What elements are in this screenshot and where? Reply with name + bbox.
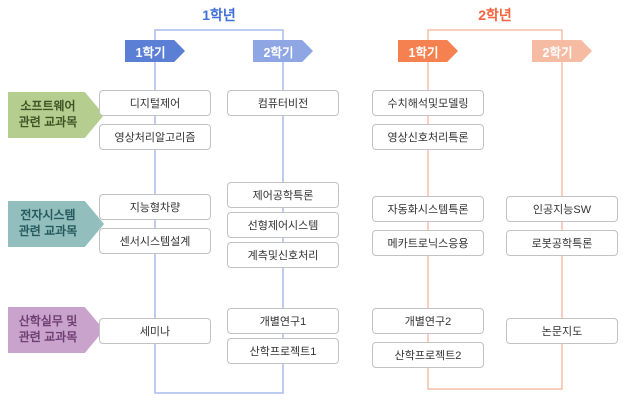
- semester-badge-y1s1: 1학기: [125, 40, 185, 62]
- course-box: 세미나: [99, 318, 211, 344]
- course-box: 메카트로닉스응용: [372, 230, 484, 256]
- course-box: 영상처리알고리즘: [99, 124, 211, 150]
- course-label: 지능형차량: [129, 202, 181, 214]
- course-label: 수치해석및모델링: [387, 98, 469, 110]
- course-box: 수치해석및모델링: [372, 90, 484, 116]
- course-box: 개별연구2: [372, 308, 484, 334]
- course-label: 개별연구2: [404, 316, 452, 328]
- semester-badge-label: 2학기: [542, 45, 573, 60]
- semester-badge-y1s2: 2학기: [253, 40, 313, 62]
- category-arrow-industry: 산학실무 및 관련 교과목: [8, 307, 104, 353]
- course-label: 산학프로젝트2: [394, 350, 462, 362]
- category-arrow-electronics: 전자시스템 관련 교과목: [8, 201, 104, 247]
- course-box: 산학프로젝트1: [227, 338, 339, 364]
- course-box: 인공지능SW: [506, 196, 618, 222]
- semester-badge-y2s1: 1학기: [398, 40, 458, 62]
- category-label-line: 산학실무 및: [18, 314, 78, 329]
- course-box: 컴퓨터비전: [227, 90, 339, 116]
- course-box: 산학프로젝트2: [372, 342, 484, 368]
- course-label: 자동화시스템특론: [387, 204, 469, 216]
- course-box: 논문지도: [506, 318, 618, 344]
- category-label-line: 관련 교과목: [18, 330, 78, 344]
- year-2-label: 2학년: [463, 5, 527, 25]
- course-label: 개별연구1: [259, 316, 307, 328]
- category-arrow-software: 소프트웨어 관련 교과목: [8, 92, 104, 138]
- category-label-line: 관련 교과목: [18, 224, 78, 238]
- course-label: 디지털제어: [129, 98, 181, 110]
- course-label: 센서시스템설계: [119, 236, 191, 248]
- semester-badge-label: 1학기: [135, 45, 166, 60]
- course-box: 로봇공학특론: [506, 230, 618, 256]
- course-box: 센서시스템설계: [99, 228, 211, 254]
- course-box: 영상신호처리특론: [372, 124, 484, 150]
- course-label: 영상처리알고리즘: [114, 132, 196, 144]
- category-label-line: 관련 교과목: [18, 115, 78, 129]
- course-label: 세미나: [139, 326, 171, 338]
- course-box: 계측및신호처리: [227, 242, 339, 268]
- course-box: 디지털제어: [99, 90, 211, 116]
- course-box: 지능형차량: [99, 194, 211, 220]
- course-label: 계측및신호처리: [247, 250, 319, 262]
- course-label: 논문지도: [541, 326, 583, 338]
- year-1-label: 1학년: [187, 5, 251, 25]
- course-label: 산학프로젝트1: [249, 346, 317, 358]
- course-label: 로봇공학특론: [531, 238, 593, 250]
- course-box: 제어공학특론: [227, 182, 339, 208]
- course-label: 컴퓨터비전: [257, 98, 309, 110]
- semester-badge-label: 2학기: [263, 45, 294, 60]
- category-label-line: 전자시스템: [20, 208, 76, 223]
- course-box: 선형제어시스템: [227, 212, 339, 238]
- course-label: 선형제어시스템: [247, 220, 319, 232]
- category-label-line: 소프트웨어: [20, 99, 76, 114]
- course-label: 제어공학특론: [252, 190, 314, 202]
- course-label: 인공지능SW: [532, 204, 592, 216]
- course-box: 개별연구1: [227, 308, 339, 334]
- semester-badge-y2s2: 2학기: [532, 40, 592, 62]
- semester-badge-label: 1학기: [408, 45, 439, 60]
- course-box: 자동화시스템특론: [372, 196, 484, 222]
- course-label: 메카트로닉스응용: [387, 238, 469, 250]
- course-label: 영상신호처리특론: [387, 132, 469, 144]
